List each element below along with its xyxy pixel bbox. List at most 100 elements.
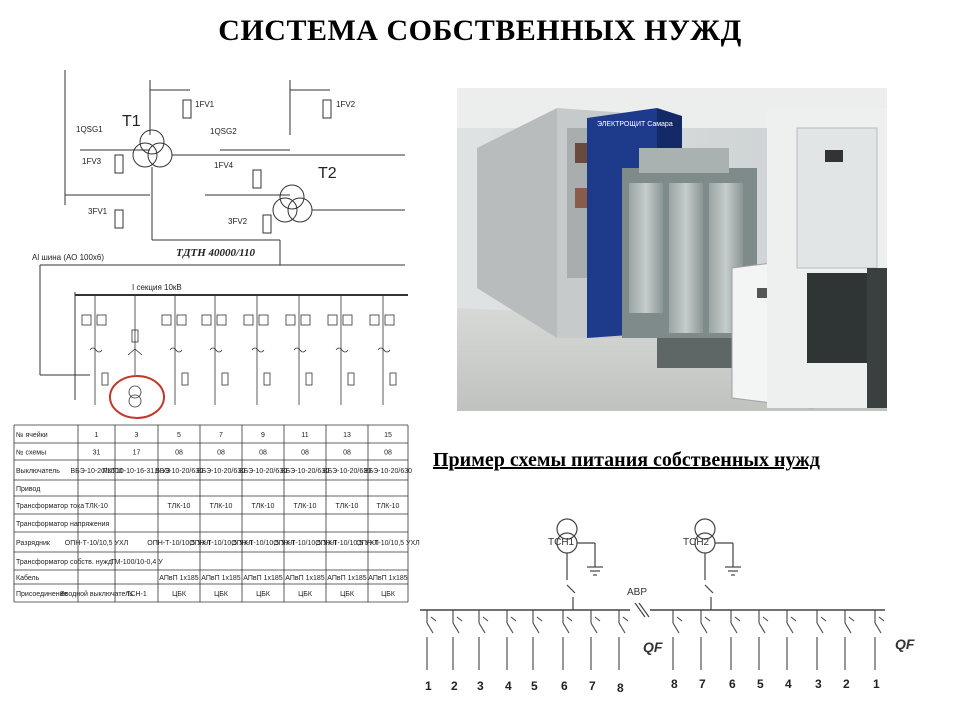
table-cell: 17 <box>133 450 141 457</box>
table-cell: ОПН-Т-10/10,5 УХЛ <box>231 540 295 547</box>
table-cell: ПКТ10-10-16-31,5 УЗ <box>103 468 171 475</box>
feeder-number: 3 <box>477 679 484 693</box>
table-cell: ЦБК <box>298 591 313 598</box>
fv3b-label: 3FV1 <box>88 207 108 216</box>
table-row-header: Кабель <box>16 574 40 582</box>
feeder-number: 7 <box>699 677 706 691</box>
auxiliary-power-diagram: ТСН1 ТСН2 АВР QF QF 1 2 3 4 5 6 7 8 8 7 6 5 4 3 2 1 <box>420 518 915 695</box>
table-cell: ВБЭ-10-20/630 <box>364 468 412 475</box>
feeder-number: 7 <box>589 679 596 693</box>
feeder-number: 1 <box>873 677 880 691</box>
table-row-header: Трансформатор тока <box>16 503 84 510</box>
table-cell: ВБЭ-10-20/630 <box>281 468 329 475</box>
table-cell: ВБЭ-10-20/630 <box>239 468 287 475</box>
page-title: СИСТЕМА СОБСТВЕННЫХ НУЖД <box>218 14 742 47</box>
feeder-number: 2 <box>843 677 850 691</box>
feeder-number: 5 <box>757 677 764 691</box>
tsn1-label: ТСН1 <box>548 537 575 548</box>
table-cell: 9 <box>261 432 265 439</box>
table-row-header: Трансформатор собств. нужд <box>16 558 112 566</box>
table-cell: ВБЭ-10-20/630 <box>155 468 203 475</box>
table-cell: ОПН-Т-10/10,5 УХЛ <box>189 540 253 547</box>
table-row-header: Разрядник <box>16 540 51 547</box>
table-cell: 11 <box>301 432 308 439</box>
avr-label: АВР <box>627 587 647 598</box>
feeder-number: 6 <box>729 677 736 691</box>
brand-label: ЭЛЕКТРОЩИТ Самара <box>597 121 673 128</box>
feeder-number: 6 <box>561 679 568 693</box>
table-row-header: Привод <box>16 486 40 493</box>
feeder-number: 1 <box>425 679 432 693</box>
table-cell: АПвП 1х185 <box>243 575 282 582</box>
table-row-header: № схемы <box>16 450 46 457</box>
table-cell: 08 <box>259 450 267 457</box>
table-cell: 15 <box>384 432 392 439</box>
qsg1-label: 1QSG1 <box>76 125 103 134</box>
table-cell: ЦБК <box>256 591 271 598</box>
table-cell: ТЛК-10 <box>85 503 108 510</box>
table-cell: АПвП 1х185 <box>159 575 198 582</box>
table-cell: АПвП 1х185 <box>368 575 407 582</box>
feeder-number: 8 <box>671 677 678 691</box>
tsn-highlight-circle <box>109 375 165 419</box>
substation-single-line-diagram: T1 T2 1FV1 1FV2 1QSG1 1QSG2 1FV3 1FV4 3F… <box>13 70 420 603</box>
fv1-label: 1FV1 <box>195 100 215 109</box>
table-cell: ВБЭ-10-20/630 <box>197 468 245 475</box>
table-cell: ЦБК <box>172 591 187 598</box>
feeder-number: 4 <box>505 679 512 693</box>
qf-left-label: QF <box>643 639 663 655</box>
tsn2-label: ТСН2 <box>683 537 710 548</box>
switchgear-photo: ЭЛЕКТРОЩИТ Самара <box>457 88 887 411</box>
table-cell: ЦБК <box>340 591 355 598</box>
table-row-header: № ячейки <box>16 431 48 439</box>
table-cell: ТСН-1 <box>126 591 147 598</box>
table-cell: ОПН-Т-10/10,5 УХЛ <box>147 540 211 547</box>
table-cell: ТЛК-10 <box>252 503 275 510</box>
table-cell: ОПН-Т-10/10,5 УХЛ <box>356 540 420 547</box>
t1-label: T1 <box>122 113 141 130</box>
table-cell: ТЛК-10 <box>336 503 359 510</box>
busbar-label: Al шина (АО 100х6) <box>32 253 104 262</box>
table-cell: 08 <box>343 450 351 457</box>
table-row-header: Выключатель <box>16 468 60 475</box>
qsg2-label: 1QSG2 <box>210 127 237 136</box>
feeder-number: 5 <box>531 679 538 693</box>
table-cell: 08 <box>384 450 392 457</box>
feeder-number: 4 <box>785 677 792 691</box>
fv3-label: 1FV3 <box>82 157 102 166</box>
table-cell: ЦБК <box>214 591 229 598</box>
table-row-header: Присоединение <box>16 591 68 598</box>
feeder-number: 8 <box>617 681 624 695</box>
table-cell: 1 <box>95 432 99 439</box>
table-cell: ТЛК-10 <box>210 503 233 510</box>
fv4-label: 1FV4 <box>214 161 234 170</box>
table-cell: ВБЭ-10-20/630 <box>323 468 371 475</box>
table-cell: 31 <box>93 450 101 457</box>
table-cell: ВБЭ-10-20/1600 <box>71 468 123 475</box>
t2-label: T2 <box>318 165 337 182</box>
table-cell: 08 <box>175 450 183 457</box>
table-cell: ОПН-Т-10/10,5 УХЛ <box>273 540 337 547</box>
table-cell: ТЛК-10 <box>377 503 400 510</box>
table-cell: 5 <box>177 432 181 439</box>
transformer-type-label: ТДТН 40000/110 <box>176 247 255 259</box>
table-cell: 7 <box>219 432 223 439</box>
table-cell: ОПН-Т-10/10,5 УХЛ <box>65 540 129 547</box>
table-cell: Вводной выключатель <box>60 590 133 598</box>
table-row-header: Трансформатор напряжения <box>16 521 109 528</box>
qf-right-label: QF <box>895 636 915 652</box>
table-cell: ТМ-100/10-0,4 У <box>110 559 163 566</box>
table-cell: ЦБК <box>381 591 396 598</box>
table-cell: АПвП 1х185 <box>201 575 240 582</box>
figure-caption: Пример схемы питания собственных нужд <box>433 449 820 471</box>
table-cell: 08 <box>217 450 225 457</box>
feeder-number: 2 <box>451 679 458 693</box>
table-cell: ТЛК-10 <box>294 503 317 510</box>
table-cell: АПвП 1х185 <box>285 575 324 582</box>
feeder-number: 3 <box>815 677 822 691</box>
table-cell: 08 <box>301 450 309 457</box>
table-cell: 3 <box>135 432 139 439</box>
table-cell: 13 <box>343 432 351 439</box>
section-label: I секция 10кВ <box>132 283 182 292</box>
